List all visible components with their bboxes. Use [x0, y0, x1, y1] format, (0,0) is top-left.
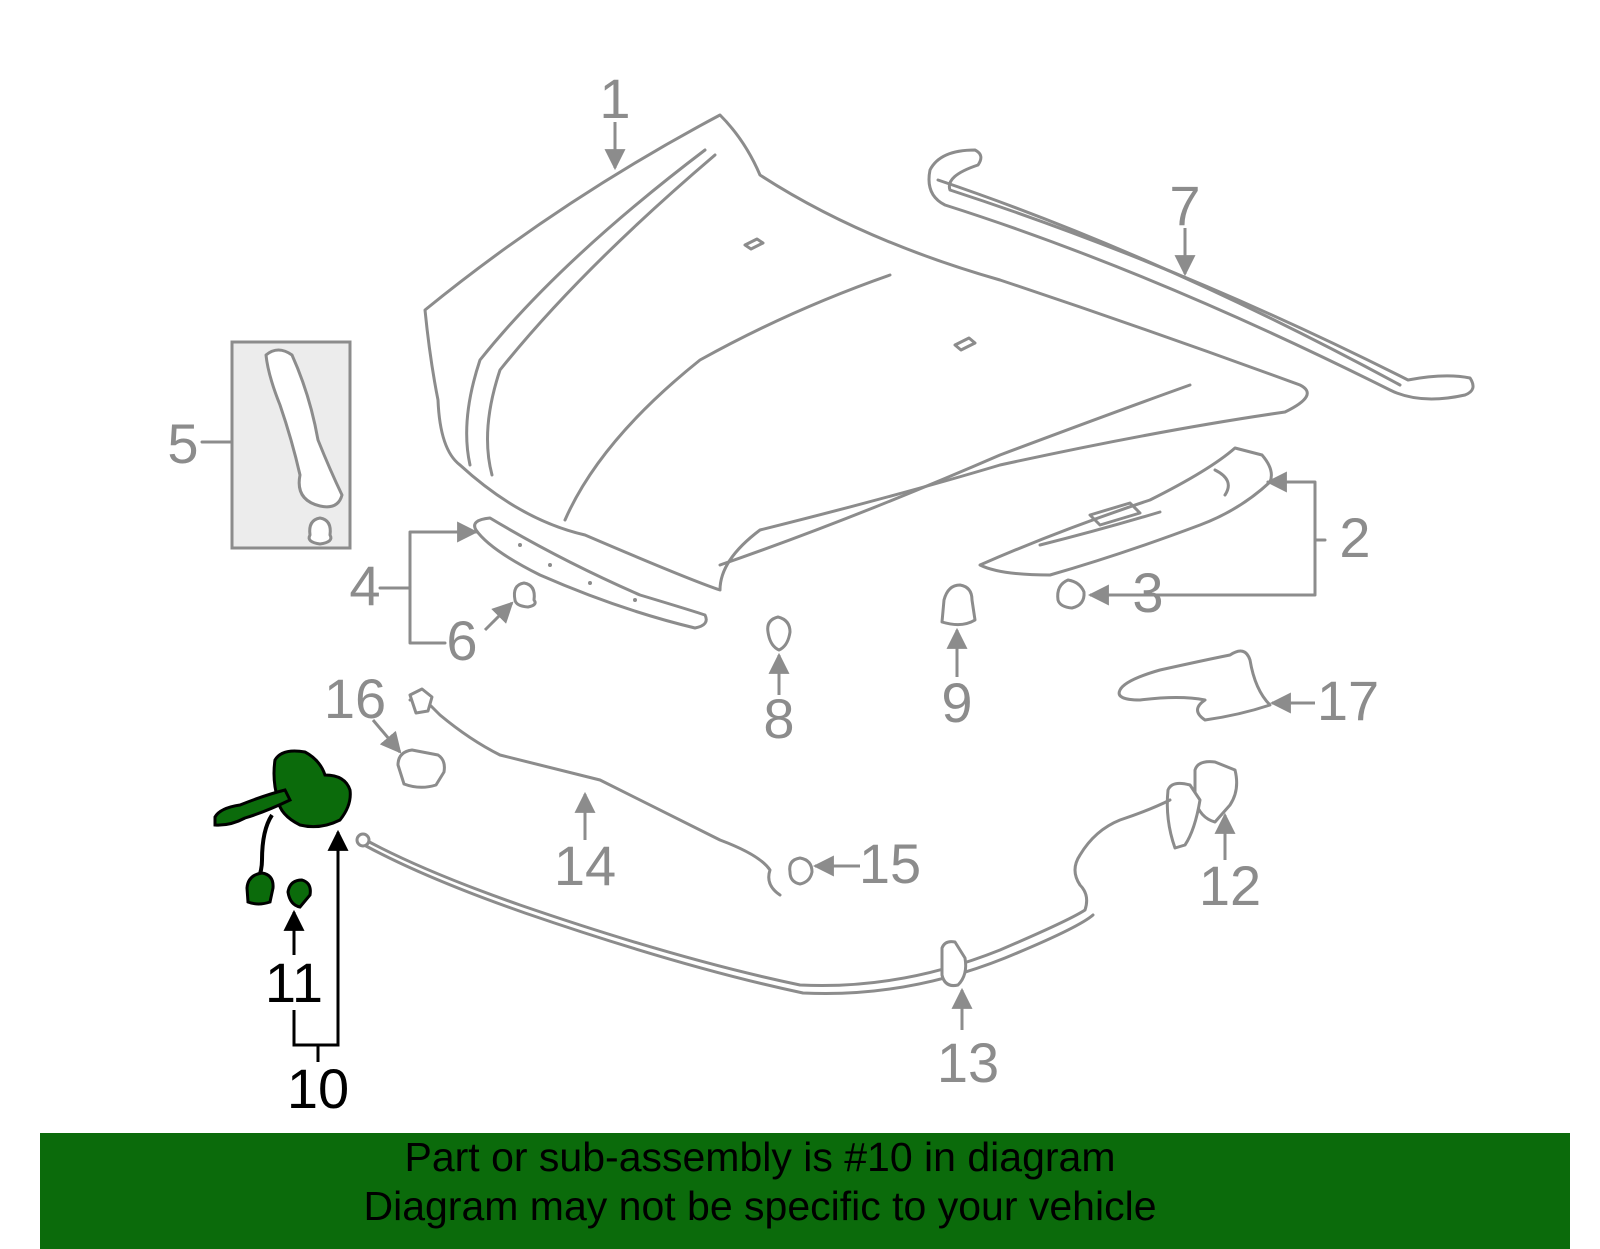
clip-8	[766, 615, 792, 652]
leader-lines	[200, 122, 1327, 1062]
hinge-bolt	[1056, 578, 1086, 610]
callout-11: 11	[265, 951, 323, 1014]
hood-weatherstrip	[927, 148, 1475, 401]
clip-13	[940, 940, 968, 987]
seal-clip-6	[512, 581, 537, 609]
banner-line-2: Diagram may not be specific to your vehi…	[363, 1183, 1157, 1229]
hood-front-seal	[473, 516, 708, 630]
callout-1: 1	[599, 67, 630, 130]
release-handle-12	[1165, 760, 1239, 850]
callout-17: 17	[1317, 669, 1379, 732]
banner-line-1: Part or sub-assembly is #10 in diagram	[404, 1134, 1116, 1180]
callout-8: 8	[763, 687, 794, 750]
callout-12: 12	[1199, 854, 1261, 917]
release-cable-14	[408, 687, 782, 897]
hood-latch-highlighted	[213, 749, 352, 909]
callout-2: 2	[1339, 506, 1370, 569]
callout-3: 3	[1132, 561, 1163, 624]
callout-10: 10	[287, 1057, 349, 1120]
callout-7: 7	[1169, 174, 1200, 237]
callout-6: 6	[446, 609, 477, 672]
hood-panel	[423, 113, 1309, 592]
info-banner: Part or sub-assembly is #10 in diagram D…	[40, 1133, 1570, 1249]
support-bracket-17	[1117, 649, 1272, 722]
callout-15: 15	[859, 832, 921, 895]
callout-4: 4	[349, 554, 380, 617]
callout-16: 16	[324, 667, 386, 730]
inset-box-5	[230, 340, 352, 550]
callout-5: 5	[167, 412, 198, 475]
callout-9: 9	[941, 671, 972, 734]
clip-15	[788, 856, 814, 886]
callout-13: 13	[937, 1031, 999, 1094]
clip-16	[396, 748, 446, 789]
callout-14: 14	[554, 834, 616, 897]
buffer-9	[940, 583, 977, 627]
hood-hinge	[978, 446, 1273, 577]
release-cable-long	[355, 798, 1172, 996]
